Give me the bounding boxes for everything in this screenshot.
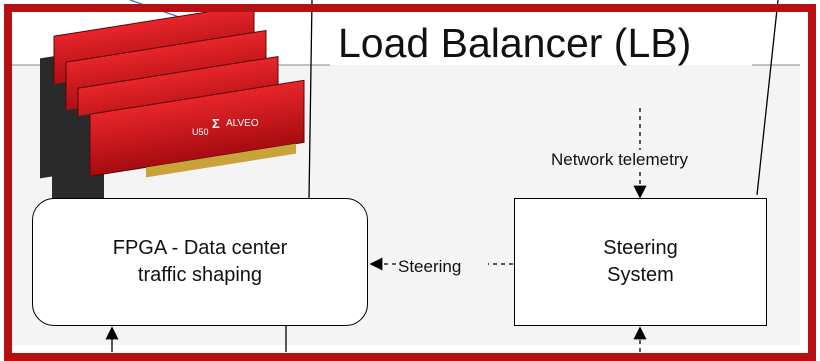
xilinx-logo-icon: Σ: [212, 116, 220, 131]
fpga-traffic-shaping-box: FPGA - Data center traffic shaping: [32, 198, 368, 326]
fpga-card-stack-image: U50 Σ ALVEO: [40, 3, 305, 221]
steering-box-line1: Steering: [603, 237, 678, 259]
card-model-label: U50: [192, 127, 209, 137]
leader-line-steering: [756, 0, 779, 196]
steering-system-box: Steering System: [514, 198, 767, 326]
leader-line-fpga: [308, 0, 313, 200]
fpga-box-line1: FPGA - Data center: [112, 237, 288, 259]
steering-edge-label: Steering: [398, 257, 462, 277]
network-telemetry-label: Network telemetry: [551, 150, 688, 170]
steering-box-line2: System: [607, 264, 674, 286]
card-brand-label: ALVEO: [226, 118, 259, 129]
fpga-box-line2: traffic shaping: [137, 264, 263, 286]
load-balancer-frame: [4, 4, 816, 361]
diagram-title: Load Balancer (LB): [338, 20, 692, 66]
